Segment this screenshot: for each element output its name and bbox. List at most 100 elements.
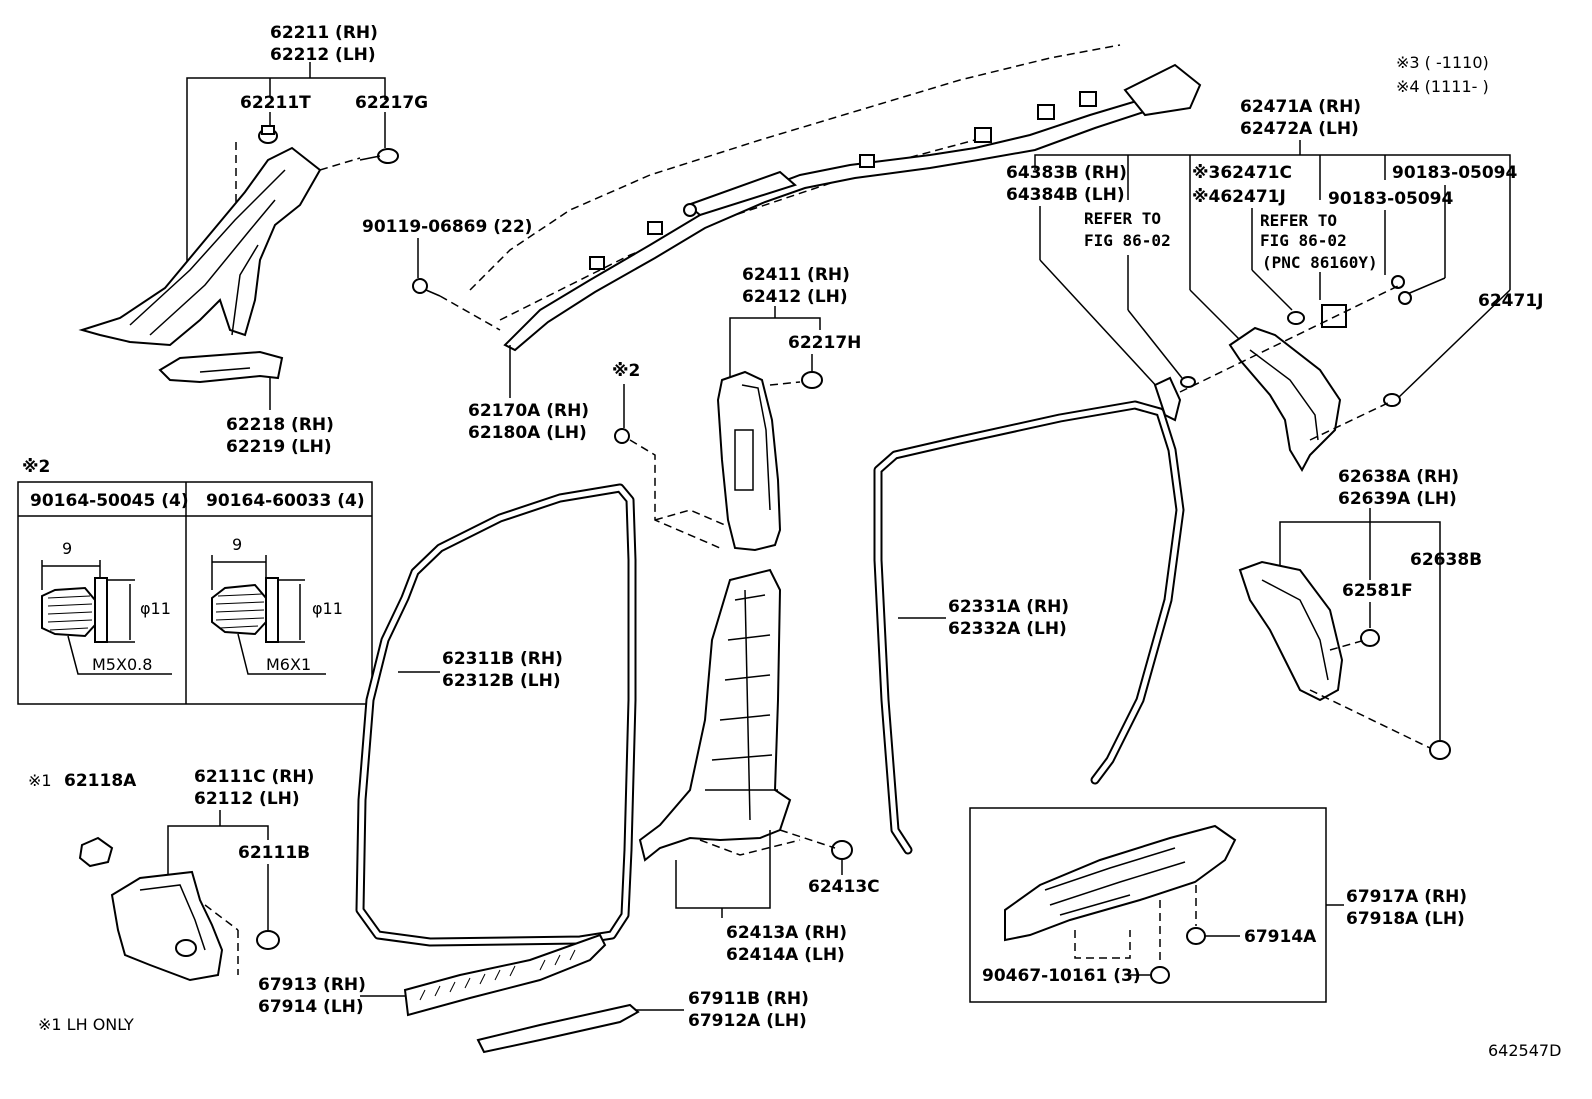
note-4-range: ※4 (1111- )	[1396, 77, 1489, 96]
label-90467[interactable]: 90467-10161 (3)	[982, 966, 1141, 986]
label-62639a-lh[interactable]: 62639A (LH)	[1338, 489, 1457, 509]
label-62638b[interactable]: 62638B	[1410, 550, 1482, 570]
front-weatherstrip-group[interactable]: 62311B (RH) 62312B (LH)	[355, 483, 637, 947]
refer1-clip-icon	[1180, 376, 1196, 388]
curtain-airbag[interactable]	[503, 98, 1152, 352]
leader-c-pillar-b	[1189, 289, 1241, 341]
airbag-inflator[interactable]	[683, 170, 798, 217]
cowl-side-trim[interactable]	[110, 870, 224, 982]
label-62112-lh[interactable]: 62112 (LH)	[194, 789, 300, 809]
rear-weatherstrip-group[interactable]: 62331A (RH) 62332A (LH)	[873, 400, 1185, 855]
front-door-weatherstrip[interactable]	[355, 483, 637, 947]
leader-c-pillar-bar	[1034, 154, 1511, 290]
label-refer1-b: FIG 86-02	[1084, 231, 1171, 250]
rear-scuff-67917a[interactable]	[1004, 824, 1237, 942]
label-62180a-lh[interactable]: 62180A (LH)	[468, 423, 587, 443]
leader-screw-a-c	[1404, 277, 1446, 296]
label-67912a-lh[interactable]: 67912A (LH)	[688, 1011, 807, 1031]
label-62212-lh[interactable]: 62212 (LH)	[270, 45, 376, 65]
leader-b-lower	[675, 830, 771, 909]
label-67911b-rh[interactable]: 67911B (RH)	[688, 989, 809, 1009]
label-67914-lh[interactable]: 67914 (LH)	[258, 997, 364, 1017]
front-scuff-67913[interactable]	[403, 933, 607, 1017]
label-thread-m5: M5X0.8	[92, 655, 152, 674]
label-screw-a[interactable]: 90183-05094	[1392, 163, 1518, 183]
leader-cowl-bar	[167, 825, 269, 885]
dash-a2	[319, 157, 361, 171]
label-67913-rh[interactable]: 67913 (RH)	[258, 975, 366, 995]
label-62411-rh[interactable]: 62411 (RH)	[742, 265, 850, 285]
label-62414a-lh[interactable]: 62414A (LH)	[726, 945, 845, 965]
label-67914a[interactable]: 67914A	[1244, 927, 1317, 947]
label-67918a-lh[interactable]: 67918A (LH)	[1346, 909, 1465, 929]
c-pillar-trim[interactable]	[1228, 326, 1342, 473]
a-pillar-group: 62211 (RH) 62212 (LH) 62211T 62217G 6221…	[78, 23, 428, 457]
label-62638a-rh[interactable]: 62638A (RH)	[1338, 467, 1459, 487]
label-mark2-top: ※2	[612, 361, 640, 381]
label-62332a-lh[interactable]: 62332A (LH)	[948, 619, 1067, 639]
a-pillar-trim[interactable]	[78, 146, 322, 347]
label-90164-60033[interactable]: 90164-60033 (4)	[206, 491, 365, 511]
label-thread-m6: M6X1	[266, 655, 311, 674]
clip-62413c-icon	[831, 840, 853, 860]
quarter-trim-detail	[1261, 579, 1329, 681]
c-pillar-group: 62471A (RH) 62472A (LH) 64383B (RH) 6438…	[1006, 97, 1543, 473]
label-62331a-rh[interactable]: 62331A (RH)	[948, 597, 1069, 617]
label-62111c-rh[interactable]: 62111C (RH)	[194, 767, 314, 787]
label-67917a-rh[interactable]: 67917A (RH)	[1346, 887, 1467, 907]
label-62211t[interactable]: 62211T	[240, 93, 311, 113]
diagram-code: 642547D	[1488, 1041, 1561, 1060]
label-62472a-lh[interactable]: 62472A (LH)	[1240, 119, 1359, 139]
label-refer2-b: FIG 86-02	[1260, 231, 1347, 250]
label-screw-b[interactable]: 90183-05094	[1328, 189, 1454, 209]
b-lower-dash	[779, 829, 836, 849]
label-62471j-4[interactable]: ※462471J	[1192, 187, 1286, 207]
label-62471a-rh[interactable]: 62471A (RH)	[1240, 97, 1361, 117]
label-62218-rh[interactable]: 62218 (RH)	[226, 415, 334, 435]
label-62311b-rh[interactable]: 62311B (RH)	[442, 649, 563, 669]
cowl-hole	[175, 939, 197, 957]
quarter-dash	[1309, 689, 1431, 749]
garnish-62218[interactable]	[158, 350, 284, 384]
cowl-detail	[139, 884, 206, 951]
scuff-group: 67913 (RH) 67914 (LH) 67911B (RH) 67912A…	[258, 933, 809, 1054]
label-64384b-lh[interactable]: 64384B (LH)	[1006, 185, 1125, 205]
label-62471c[interactable]: ※362471C	[1192, 163, 1292, 183]
b-pillar-upper-trim[interactable]	[716, 370, 782, 552]
part-62118a-icon[interactable]	[78, 836, 114, 868]
label-90164-50045[interactable]: 90164-50045 (4)	[30, 491, 189, 511]
label-62413a-rh[interactable]: 62413A (RH)	[726, 923, 847, 943]
b-pillar-lower-trim[interactable]	[638, 568, 792, 862]
bolt-dash	[439, 295, 501, 331]
quarter-trim-62638a[interactable]	[1238, 560, 1344, 702]
clip-90467-icon	[1150, 966, 1170, 984]
rear-scuff-detail	[1044, 847, 1186, 916]
label-62111b[interactable]: 62111B	[238, 843, 310, 863]
label-62217g[interactable]: 62217G	[355, 93, 428, 113]
clip-62471c-icon	[1287, 311, 1305, 325]
b-pillar-lower-group: 62413C 62413A (RH) 62414A (LH)	[638, 568, 880, 965]
label-62170a-rh[interactable]: 62170A (RH)	[468, 401, 589, 421]
label-refer1-a: REFER TO	[1084, 209, 1161, 228]
label-dim-11b: φ11	[312, 599, 343, 618]
label-62413c[interactable]: 62413C	[808, 877, 880, 897]
step-plate-67911b[interactable]	[476, 1003, 640, 1054]
label-62217h[interactable]: 62217H	[788, 333, 861, 353]
fastener-1-drawing	[41, 560, 172, 675]
front-weatherstrip-inner	[357, 485, 635, 945]
fastener-box-frame	[17, 481, 373, 705]
note-3-range: ※3 ( -1110)	[1396, 53, 1489, 72]
b-upper-dash-3	[654, 509, 726, 526]
label-62581f[interactable]: 62581F	[1342, 581, 1413, 601]
label-62211-rh[interactable]: 62211 (RH)	[270, 23, 378, 43]
label-90119[interactable]: 90119-06869 (22)	[362, 217, 532, 237]
label-62412-lh[interactable]: 62412 (LH)	[742, 287, 848, 307]
bolt-mark2-icon	[614, 428, 630, 444]
label-62471j[interactable]: 62471J	[1478, 291, 1543, 311]
label-62118a[interactable]: 62118A	[64, 771, 137, 791]
label-64383b-rh[interactable]: 64383B (RH)	[1006, 163, 1127, 183]
label-62312b-lh[interactable]: 62312B (LH)	[442, 671, 561, 691]
leader-62471j-b	[1397, 289, 1511, 399]
label-62219-lh[interactable]: 62219 (LH)	[226, 437, 332, 457]
